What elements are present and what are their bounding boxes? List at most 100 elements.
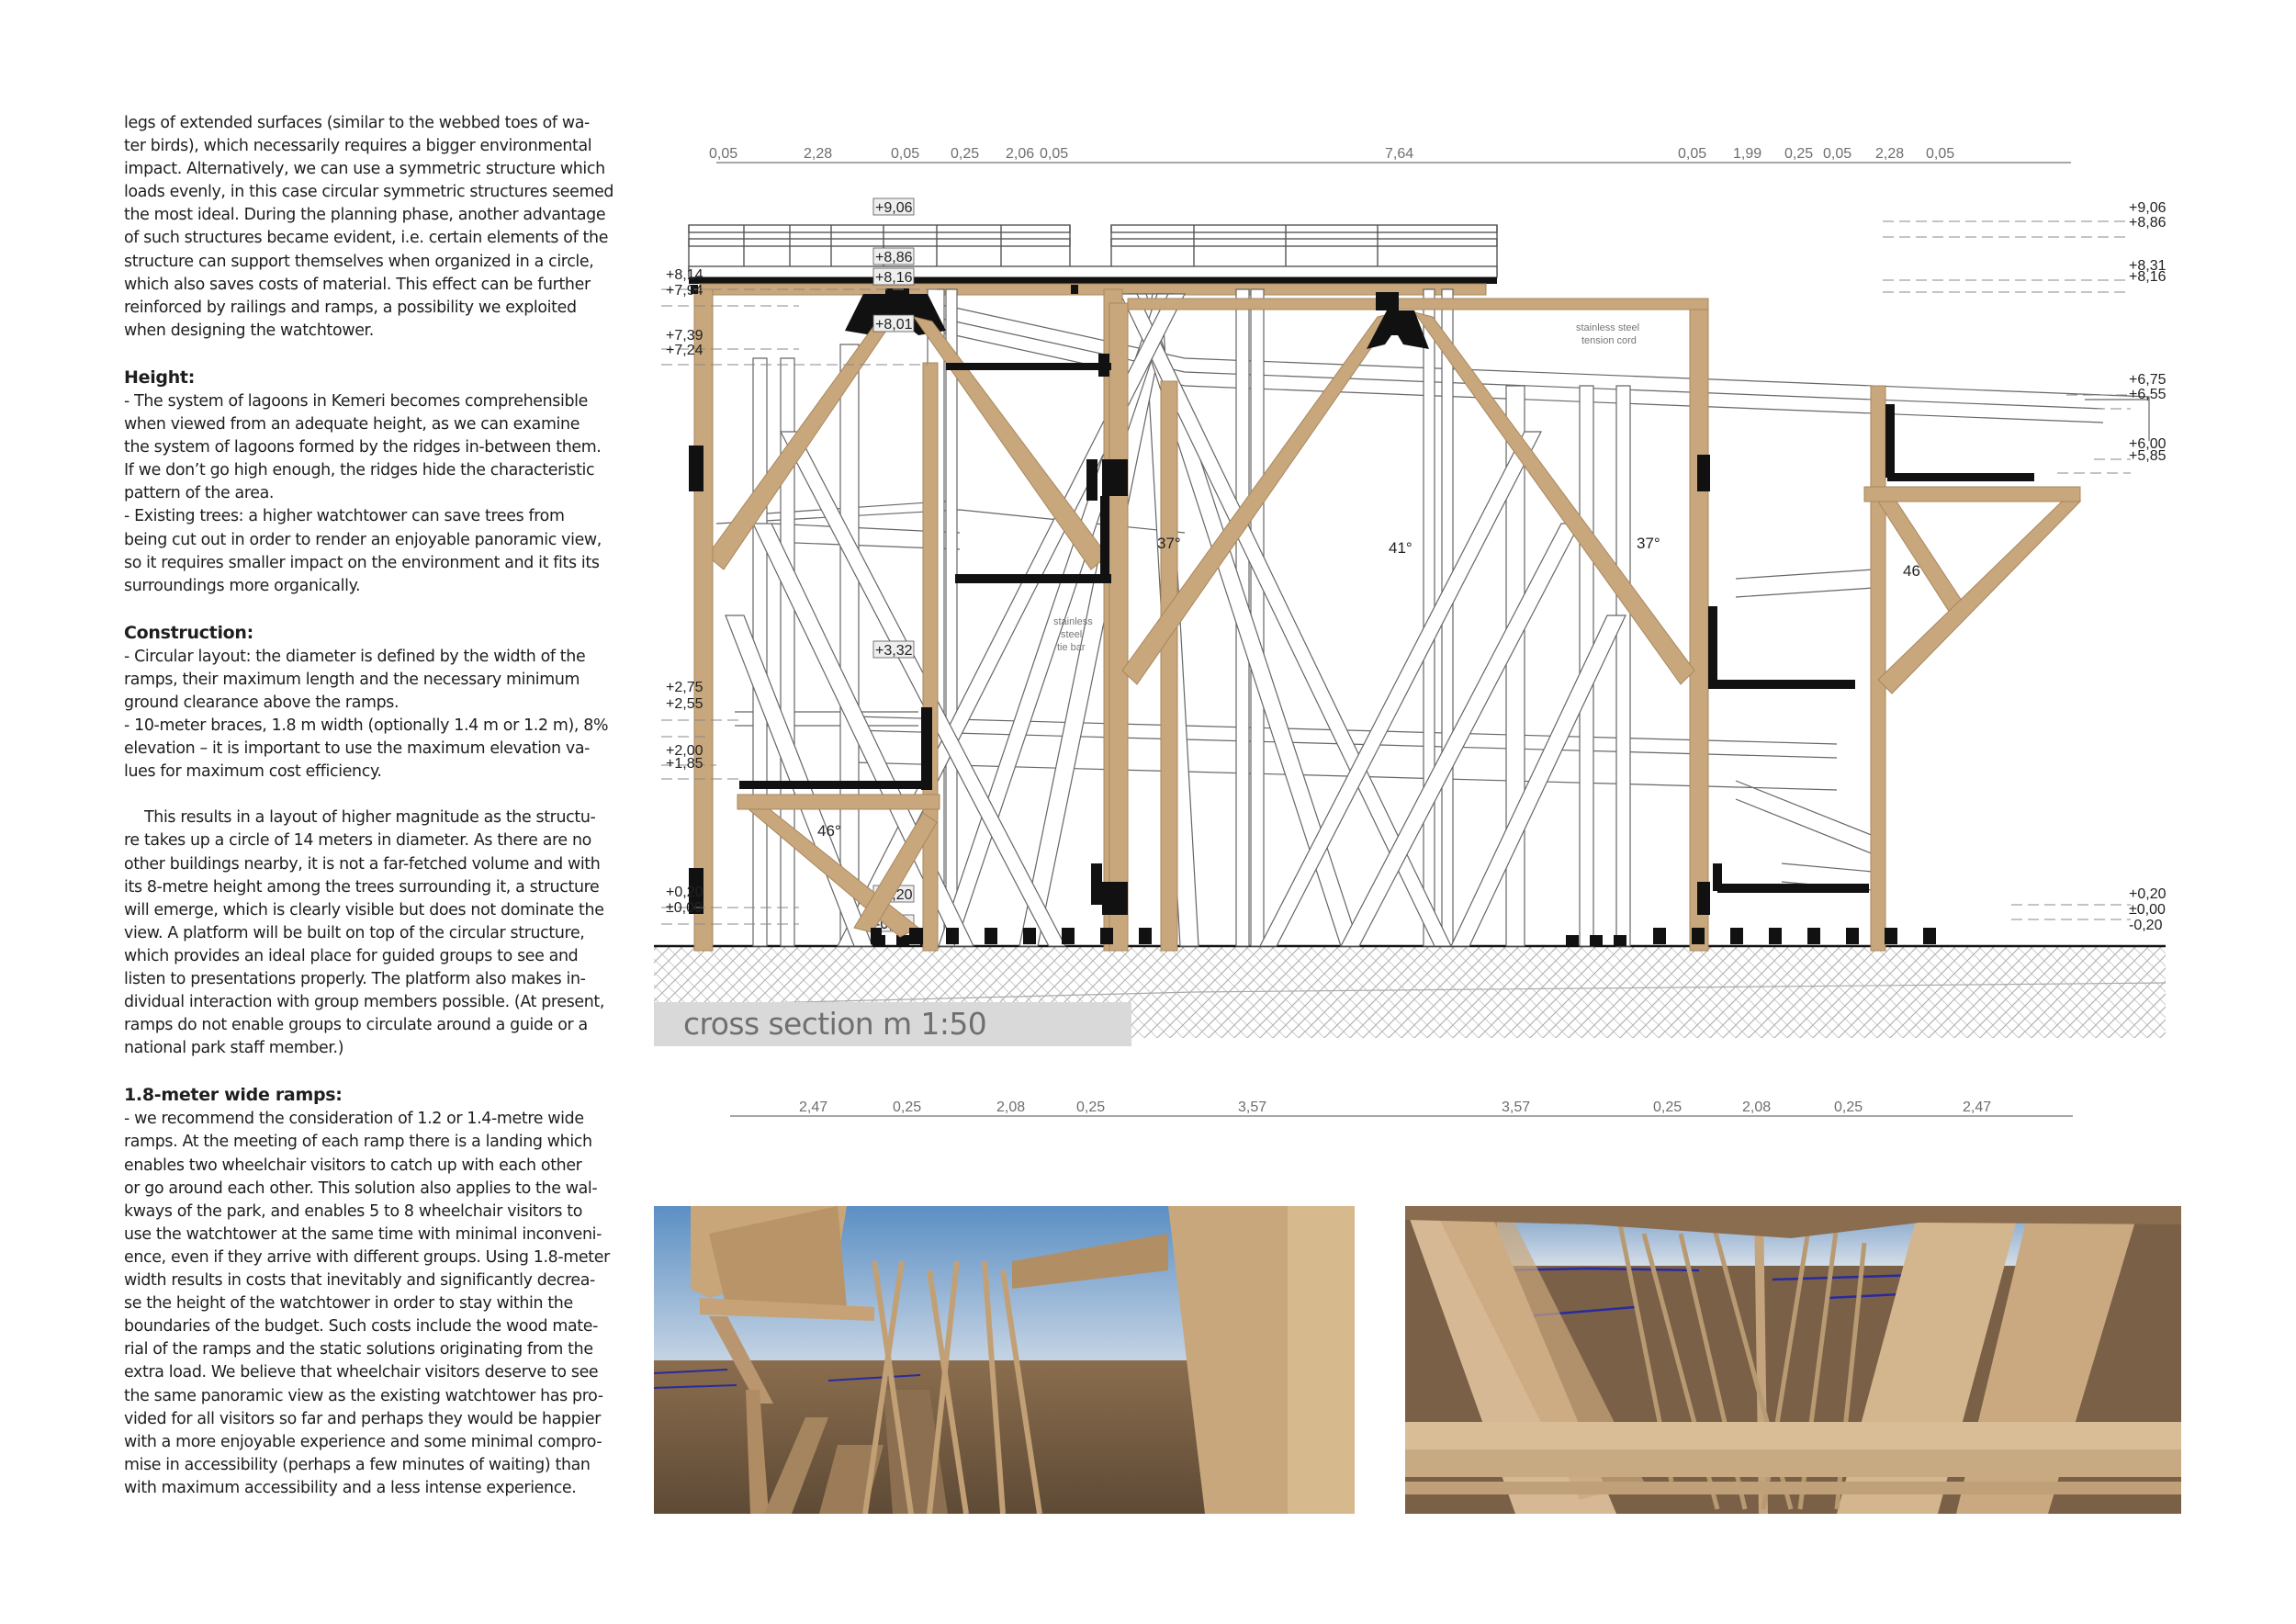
level-label: +8,16 bbox=[875, 270, 913, 286]
render-photo-interior bbox=[1405, 1206, 2181, 1514]
dimension-label: 0,05 bbox=[1678, 146, 1706, 162]
note-tension-cord: stainless steel bbox=[1576, 322, 1639, 333]
text-line: will emerge, which is clearly visible bu… bbox=[124, 900, 604, 919]
spacer bbox=[124, 784, 638, 806]
top-beam bbox=[699, 283, 1487, 296]
spacer bbox=[124, 1060, 638, 1083]
dimension-label: 2,08 bbox=[996, 1100, 1025, 1115]
level-label: +3,32 bbox=[875, 643, 913, 659]
text-line: pattern of the area. bbox=[124, 484, 275, 503]
bottom-dimension-line: 2,47 0,25 2,08 0,25 3,57 3,57 0,25 2,08 … bbox=[730, 1100, 2073, 1117]
text-line: ramps. At the meeting of each ramp there… bbox=[124, 1133, 592, 1152]
text-line: ramps, their maximum length and the nece… bbox=[124, 670, 580, 689]
dimension-label: 2,08 bbox=[1742, 1100, 1771, 1115]
text-line: when viewed from an adequate height, as … bbox=[124, 415, 580, 434]
text-line: which provides an ideal place for guided… bbox=[124, 946, 579, 965]
dimension-label: 0,25 bbox=[1653, 1100, 1682, 1115]
drawing-caption: cross section m 1:50 bbox=[654, 1002, 1131, 1046]
dimension-label: 0,25 bbox=[1834, 1100, 1863, 1115]
dimension-label: 0,05 bbox=[1823, 146, 1851, 162]
text-line: lues for maximum cost efficiency. bbox=[124, 762, 382, 782]
text-line: which also saves costs of material. This… bbox=[124, 275, 591, 294]
dimension-label: 2,06 bbox=[1006, 146, 1034, 162]
text-line: the most ideal. During the planning phas… bbox=[124, 206, 606, 225]
main-timber-braces bbox=[706, 316, 1109, 570]
dimension-label: 2,28 bbox=[804, 146, 832, 162]
dimension-label: 7,64 bbox=[1385, 146, 1413, 162]
dimension-label: 0,05 bbox=[709, 146, 737, 162]
dimension-label: 3,57 bbox=[1502, 1100, 1530, 1115]
text-line: with a more enjoyable experience and som… bbox=[124, 1432, 602, 1451]
dimension-label: 0,05 bbox=[1040, 146, 1068, 162]
angle-label: 46° bbox=[1903, 562, 1927, 580]
text-line: use the watchtower at the same time with… bbox=[124, 1224, 602, 1244]
text-line: ence, even if they arrive with different… bbox=[124, 1247, 610, 1267]
section-height: Height: - The system of lagoons in Kemer… bbox=[124, 366, 638, 598]
dimension-label: 0,25 bbox=[893, 1100, 921, 1115]
text-line: extra load. We believe that wheelchair v… bbox=[124, 1363, 599, 1382]
dimension-label: 2,47 bbox=[799, 1100, 827, 1115]
text-line: other buildings nearby, it is not a far-… bbox=[124, 854, 601, 874]
text-line: boundaries of the budget. Such costs inc… bbox=[124, 1317, 599, 1336]
text-line: surroundings more organically. bbox=[124, 576, 361, 595]
section-heading-ramps: 1.8-meter wide ramps: bbox=[124, 1085, 343, 1106]
text-line: - we recommend the consideration of 1.2 … bbox=[124, 1110, 584, 1129]
text-line: so it requires smaller impact on the env… bbox=[124, 553, 600, 572]
dimension-label: 0,25 bbox=[951, 146, 979, 162]
text-line: enables two wheelchair visitors to catch… bbox=[124, 1156, 582, 1175]
render-photo-walkway bbox=[654, 1206, 1355, 1514]
text-line: se the height of the watchtower in order… bbox=[124, 1294, 573, 1314]
text-line: rial of the ramps and the static solutio… bbox=[124, 1340, 593, 1359]
text-line: elevation – it is important to use the m… bbox=[124, 739, 591, 759]
cross-section-drawing: 0,05 2,28 0,05 0,25 2,06 0,05 7,64 0,05 … bbox=[643, 138, 2204, 1130]
text-line: the system of lagoons formed by the ridg… bbox=[124, 438, 602, 457]
text-line: vided for all visitors so far and perhap… bbox=[124, 1409, 602, 1428]
text-line: or go around each other. This solution a… bbox=[124, 1179, 598, 1198]
text-line: view. A platform will be built on top of… bbox=[124, 923, 585, 942]
text-line: - The system of lagoons in Kemeri become… bbox=[124, 391, 588, 411]
dimension-label: 3,57 bbox=[1238, 1100, 1266, 1115]
text-line: ter birds), which necessarily requires a… bbox=[124, 137, 592, 156]
text-line: ramps do not enable groups to circulate … bbox=[124, 1016, 588, 1035]
text-line: legs of extended surfaces (similar to th… bbox=[124, 114, 590, 132]
note-tie-bar: tie bar bbox=[1057, 642, 1086, 653]
text-line: If we don’t go high enough, the ridges h… bbox=[124, 461, 595, 480]
spacer bbox=[124, 343, 638, 366]
text-line: national park staff member.) bbox=[124, 1039, 344, 1058]
section-ramps: 1.8-meter wide ramps: - we recommend the… bbox=[124, 1083, 638, 1500]
text-line: its 8-metre height among the trees surro… bbox=[124, 877, 600, 897]
cut-elements bbox=[689, 285, 1102, 914]
angle-label: 41° bbox=[1389, 539, 1412, 557]
note-tie-bar: stainless bbox=[1053, 616, 1093, 627]
text-line: kways of the park, and enables 5 to 8 wh… bbox=[124, 1201, 583, 1221]
section-construction: Construction: - Circular layout: the dia… bbox=[124, 621, 638, 1061]
text-line: the same panoramic view as the existing … bbox=[124, 1386, 603, 1405]
top-deck bbox=[689, 277, 1497, 284]
text-line: mise in accessibility (perhaps a few min… bbox=[124, 1455, 591, 1474]
dimension-label: 0,25 bbox=[1784, 146, 1813, 162]
text-line: width results in costs that inevitably a… bbox=[124, 1271, 595, 1291]
text-line: dividual interaction with group members … bbox=[124, 993, 605, 1012]
intro-paragraph: legs of extended surfaces (similar to th… bbox=[124, 112, 638, 343]
text-line: ground clearance above the ramps. bbox=[124, 693, 400, 712]
angle-label: 37° bbox=[1157, 535, 1181, 552]
section-heading-construction: Construction: bbox=[124, 622, 253, 643]
text-line: structure can support themselves when or… bbox=[124, 252, 594, 271]
text-line: re takes up a circle of 14 meters in dia… bbox=[124, 831, 591, 851]
text-line: - Circular layout: the diameter is defin… bbox=[124, 647, 586, 666]
text-line: when designing the watchtower. bbox=[124, 321, 374, 340]
text-line: listen to presentations properly. The pl… bbox=[124, 970, 586, 988]
level-label: +8,01 bbox=[875, 317, 913, 333]
top-dimension-line: 0,05 2,28 0,05 0,25 2,06 0,05 7,64 0,05 … bbox=[709, 146, 2071, 164]
level-label: +8,86 bbox=[875, 250, 913, 265]
text-line: impact. Alternatively, we can use a symm… bbox=[124, 160, 605, 179]
dimension-label: 1,99 bbox=[1733, 146, 1761, 162]
level-label: +0,20 bbox=[875, 887, 913, 903]
text-line: - Existing trees: a higher watchtower ca… bbox=[124, 507, 565, 526]
text-line: loads evenly, in this case circular symm… bbox=[124, 183, 614, 202]
article-text-column: legs of extended surfaces (similar to th… bbox=[124, 112, 638, 1500]
text-line: This results in a layout of higher magni… bbox=[144, 808, 596, 828]
dimension-label: 0,05 bbox=[1926, 146, 1954, 162]
angle-label: 37° bbox=[1637, 535, 1660, 552]
dimension-label: 0,05 bbox=[891, 146, 919, 162]
